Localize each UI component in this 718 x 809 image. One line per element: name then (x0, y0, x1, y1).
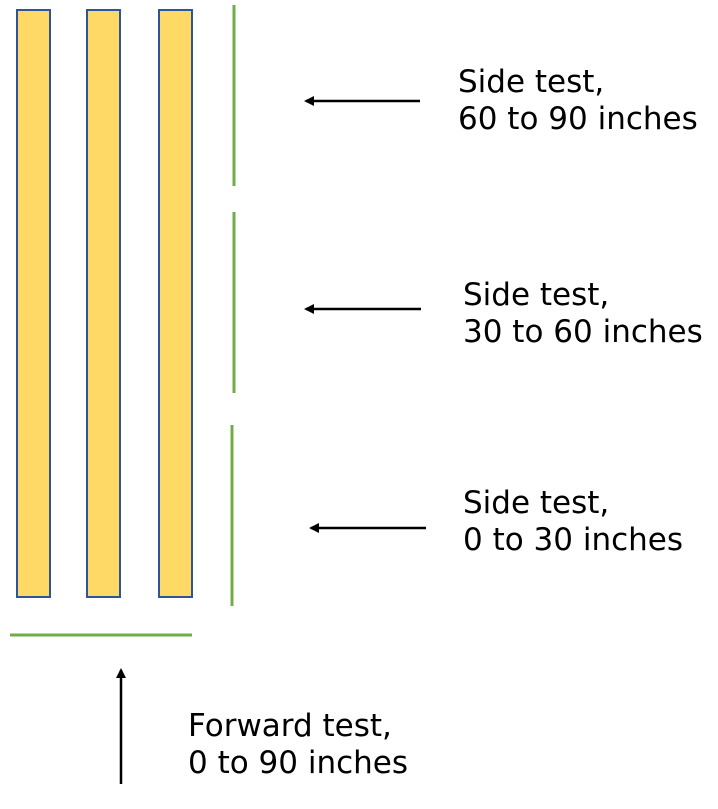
label-line-2: 0 to 30 inches (463, 522, 684, 559)
label-line-2: 0 to 90 inches (188, 745, 409, 782)
label-line-1: Side test, (463, 277, 610, 313)
label-line-1: Forward test, (188, 708, 392, 744)
label-line-2: 60 to 90 inches (458, 101, 698, 138)
label-forward-test: Forward test, 0 to 90 inches (188, 708, 408, 782)
bar-middle (86, 9, 121, 598)
label-side-test-0-30: Side test, 0 to 30 inches (463, 485, 683, 559)
label-line-1: Side test, (463, 485, 610, 521)
label-side-test-30-60: Side test, 30 to 60 inches (463, 277, 703, 351)
bar-right (158, 9, 193, 598)
label-side-test-60-90: Side test, 60 to 90 inches (458, 64, 698, 138)
bar-left (16, 9, 51, 598)
label-line-1: Side test, (458, 64, 605, 100)
label-line-2: 30 to 60 inches (463, 314, 703, 351)
